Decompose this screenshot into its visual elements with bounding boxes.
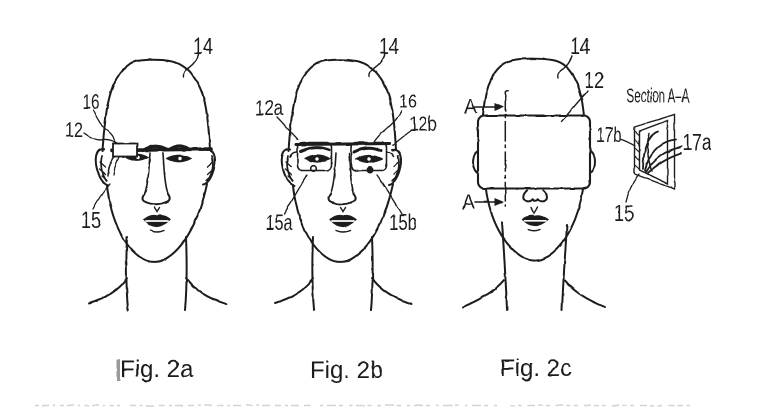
svg-text:12a: 12a — [255, 97, 283, 120]
svg-text:14: 14 — [193, 33, 213, 59]
svg-text:14: 14 — [379, 33, 399, 59]
svg-text:15a: 15a — [266, 210, 294, 235]
svg-text:15: 15 — [81, 207, 101, 233]
svg-text:16: 16 — [399, 92, 417, 112]
svg-text:12: 12 — [65, 119, 83, 142]
svg-text:Section A–A: Section A–A — [627, 86, 690, 108]
svg-text:15: 15 — [614, 200, 634, 226]
svg-text:Fig. 2a: Fig. 2a — [120, 356, 194, 383]
svg-text:12: 12 — [584, 67, 604, 93]
svg-text:16: 16 — [83, 91, 100, 114]
svg-text:Fig. 2c: Fig. 2c — [500, 355, 572, 382]
svg-text:A: A — [464, 96, 477, 119]
svg-text:Fig. 2b: Fig. 2b — [310, 357, 383, 384]
svg-text:12b: 12b — [410, 113, 437, 136]
svg-text:17b: 17b — [597, 124, 622, 147]
svg-text:14: 14 — [570, 33, 590, 59]
svg-text:15b: 15b — [389, 210, 417, 235]
svg-text:A: A — [462, 191, 475, 214]
svg-text:17a: 17a — [683, 129, 712, 155]
